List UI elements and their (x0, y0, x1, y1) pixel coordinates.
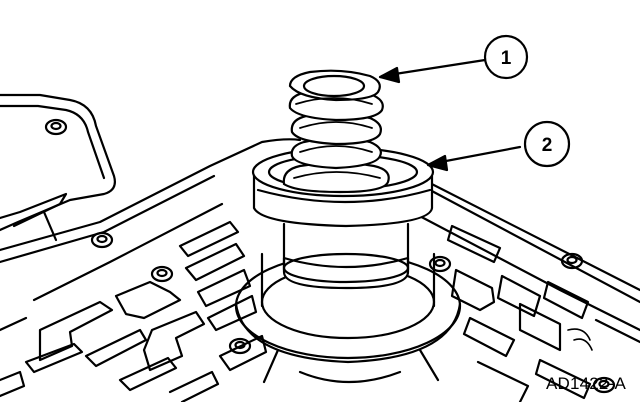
callout-1: 1 (378, 34, 529, 84)
bolt-hole (44, 118, 68, 136)
bolt-hole (592, 376, 616, 394)
left-passages (0, 220, 268, 402)
arrowhead (426, 154, 449, 172)
right-passages (446, 224, 640, 402)
callout-2: 2 (426, 120, 571, 172)
bolt-hole (428, 255, 452, 273)
callout-circle (523, 120, 571, 168)
leader-line (380, 58, 487, 78)
callout-number: 1 (501, 48, 512, 69)
arrowhead (378, 66, 401, 84)
case-outline (0, 138, 640, 332)
figure-code: AD1422-A (545, 374, 626, 393)
bolt-hole (150, 265, 174, 283)
upper-left-boss (0, 93, 116, 242)
callout-number: 2 (542, 135, 553, 156)
spring (282, 69, 390, 194)
callout-circle (483, 34, 529, 80)
